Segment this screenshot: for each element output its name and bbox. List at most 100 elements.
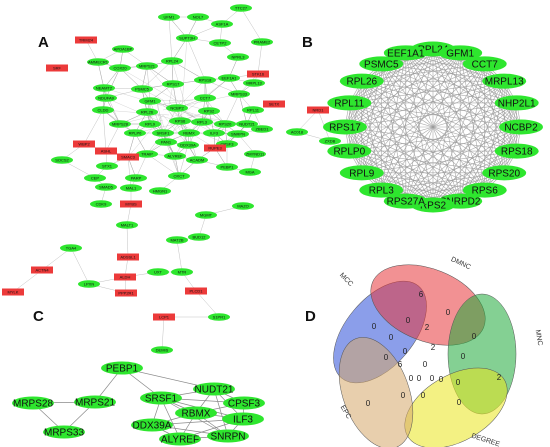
green-node-shape xyxy=(112,45,134,53)
green-node-shape xyxy=(168,172,190,180)
panel-b-letter: B xyxy=(302,34,313,51)
panel-b-node-label: RPS6 xyxy=(472,186,499,197)
panel-a-node-cct7: CCT7 xyxy=(194,94,216,102)
panel-c-node-srsf1: SRSF1 xyxy=(140,391,182,405)
panel-a-node-label: MAZO xyxy=(237,203,249,208)
red-node-shape xyxy=(31,266,53,274)
panel-b-edge xyxy=(432,126,522,206)
panel-b-edge xyxy=(484,63,522,128)
panel-b-edge xyxy=(381,63,517,152)
panel-a-node-label: NEAMT2 xyxy=(96,85,113,90)
panel-a-node-neamt2: NEAMT2 xyxy=(93,84,115,92)
red-node-shape xyxy=(75,36,97,44)
venn-region-value: 0 xyxy=(457,398,462,407)
panel-b-edge xyxy=(349,150,485,191)
green-node-shape xyxy=(216,163,238,171)
panel-a-node-srf: SRF xyxy=(46,64,68,72)
panel-a-edge xyxy=(168,16,173,62)
venn-region-value: 2 xyxy=(425,323,430,332)
panel-b-edge xyxy=(361,63,485,82)
panel-b-edge xyxy=(344,48,434,128)
panel-a-edge xyxy=(161,316,165,351)
panel-a-node-lcp1: LCP1 xyxy=(153,313,175,321)
panel-a-edge xyxy=(141,65,148,90)
panel-b-node-ncbp2: NCBP2 xyxy=(499,119,543,135)
panel-a-node-label: OXCT xyxy=(173,173,185,178)
green-node-shape xyxy=(227,53,249,61)
panel-b-node-rps20: RPS20 xyxy=(482,165,527,181)
panel-a-node-ashl: ASHL xyxy=(95,147,117,155)
panel-a-node-label: RPL24 xyxy=(166,58,179,63)
panel-b-edge xyxy=(380,63,407,202)
panel-a-node-parp: PARP xyxy=(125,174,147,182)
panel-a-edge xyxy=(224,93,240,125)
panel-a-node-label: RPS17 xyxy=(167,81,180,86)
panel-a-node-label: WBP2 xyxy=(78,141,90,146)
green-node-shape xyxy=(74,395,116,409)
panel-a-node-label: DDX39A xyxy=(180,142,196,147)
panel-c-node-alyref: ALYREF xyxy=(159,432,201,446)
panel-c-node-ddx39a: DDX39A xyxy=(131,418,173,432)
panel-a-node-label: ADSSL1 xyxy=(120,254,136,259)
green-node-shape xyxy=(244,150,266,158)
green-node-shape xyxy=(131,418,173,432)
panel-a-node-label: STX1 xyxy=(102,163,113,168)
panel-b-node-nhp2l1: NHP2L1 xyxy=(494,95,539,111)
panel-a-node-label: SOCS2 xyxy=(55,157,69,162)
panel-a-node-label: MRPS21 xyxy=(139,63,156,68)
panel-b-edge xyxy=(503,81,517,152)
panel-a-node-gfm1: GFM1 xyxy=(139,97,161,105)
panel-a-node-cdk9: CDK9 xyxy=(90,200,112,208)
green-node-shape xyxy=(230,4,252,12)
panel-a-node-ilf3: ILF3 xyxy=(203,129,225,137)
panel-b-edge xyxy=(361,80,517,152)
green-node-shape xyxy=(131,85,153,93)
panel-a-node-ddx39a: DDX39A xyxy=(177,141,199,149)
venn-region-value: 0 xyxy=(384,353,389,362)
green-node-shape xyxy=(139,120,161,128)
panel-b-edge xyxy=(344,126,461,202)
red-node-shape xyxy=(73,140,95,148)
panel-a-node-label: TRIM24 xyxy=(79,37,94,42)
panel-a-node-label: MGA xyxy=(245,169,254,174)
panel-a-node-mrpl13: MRPL13 xyxy=(243,79,265,87)
panel-a-node-label: NCBP2 xyxy=(170,105,184,110)
green-node-shape xyxy=(319,137,341,145)
green-node-shape xyxy=(188,233,210,241)
venn-region-value: 2 xyxy=(497,373,502,382)
panel-b-node-rpl9: RPL9 xyxy=(339,165,384,181)
panel-a-node-mrps21: MRPS21 xyxy=(136,62,158,70)
green-node-shape xyxy=(136,150,158,158)
panel-a-node-label: ASF1A xyxy=(216,21,229,26)
green-node-shape xyxy=(151,346,173,354)
panel-a-node-lpxn: LPXN xyxy=(78,280,100,288)
panel-a-node-label: CPSF3 xyxy=(221,141,235,146)
venn-region-value: 0 xyxy=(372,322,377,331)
panel-a-node-label: RUPE3 xyxy=(208,145,222,150)
panel-a-node-label: TTC27 xyxy=(235,5,248,10)
green-node-shape xyxy=(236,120,258,128)
panel-a-node-rps6: RPS6 xyxy=(169,117,191,125)
green-node-shape xyxy=(228,90,250,98)
panel-d-venn-sets xyxy=(333,264,517,447)
panel-a-node-label: PLCD1 xyxy=(190,288,204,293)
panel-b-edge xyxy=(381,172,505,191)
panel-a-node-cox20: COX20 xyxy=(109,64,131,72)
panel-a-node-label: CEP xyxy=(91,175,100,180)
green-node-shape xyxy=(211,20,233,28)
green-node-shape xyxy=(171,268,193,276)
green-node-shape xyxy=(251,38,273,46)
panel-a-node-smac3: SMAC3 xyxy=(117,153,139,161)
panel-c-node-rbmx: RBMX xyxy=(175,406,217,420)
panel-a-edge xyxy=(105,67,121,99)
venn-region-value: 0 xyxy=(456,378,461,387)
panel-a-edge xyxy=(105,97,158,121)
panel-a-node-label: RPS20 xyxy=(219,121,232,126)
venn-region-value: 0 xyxy=(439,375,444,384)
venn-region-value: 0 xyxy=(403,347,408,356)
panel-a-node-label: ZBED1 xyxy=(256,126,270,131)
panel-b-edge xyxy=(349,102,363,173)
green-node-shape xyxy=(327,95,372,111)
